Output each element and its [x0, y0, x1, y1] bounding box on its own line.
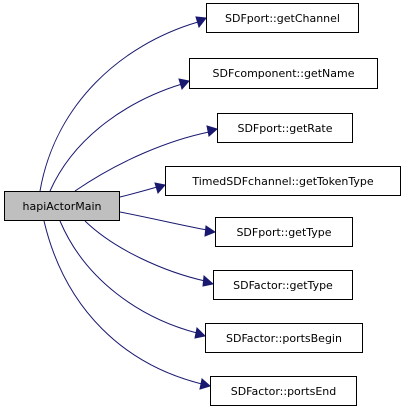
- edge-portsbegin: [59, 220, 198, 334]
- edge-port-gettype-arrow: [204, 225, 217, 237]
- edge-portsbegin-arrow: [194, 326, 207, 339]
- edge-getchannel: [39, 21, 199, 192]
- root-node-hapiactormain: hapiActorMain: [4, 191, 120, 221]
- callee-node-sdfport-getchannel[interactable]: SDFport::getChannel: [206, 3, 359, 33]
- edge-gettokentype: [119, 186, 158, 198]
- edge-portsend: [43, 220, 203, 385]
- callee-node-sdfactor-portsend[interactable]: SDFactor::portsEnd: [210, 376, 357, 406]
- edge-actor-gettype-arrow: [202, 274, 215, 287]
- edge-getname: [49, 83, 183, 192]
- edge-getrate-arrow: [206, 125, 219, 137]
- callee-node-sdfactor-portsbegin[interactable]: SDFactor::portsBegin: [205, 323, 363, 353]
- callee-node-sdfport-gettype[interactable]: SDFport::getType: [215, 217, 353, 247]
- callee-node-sdfcomponent-getname[interactable]: SDFcomponent::getName: [189, 58, 378, 89]
- edge-gettokentype-arrow: [154, 182, 166, 195]
- edge-port-gettype: [119, 211, 208, 231]
- edge-getrate: [74, 131, 210, 192]
- callee-node-timedsdfchannel-gettokentype[interactable]: TimedSDFchannel::getTokenType: [165, 166, 401, 196]
- callee-node-sdfactor-gettype[interactable]: SDFactor::getType: [213, 270, 353, 300]
- callee-node-sdfport-getrate[interactable]: SDFport::getRate: [217, 113, 353, 143]
- edge-getchannel-arrow: [195, 16, 207, 29]
- edge-portsend-arrow: [199, 378, 212, 390]
- edge-actor-gettype: [84, 220, 206, 282]
- edge-getname-arrow: [178, 78, 190, 91]
